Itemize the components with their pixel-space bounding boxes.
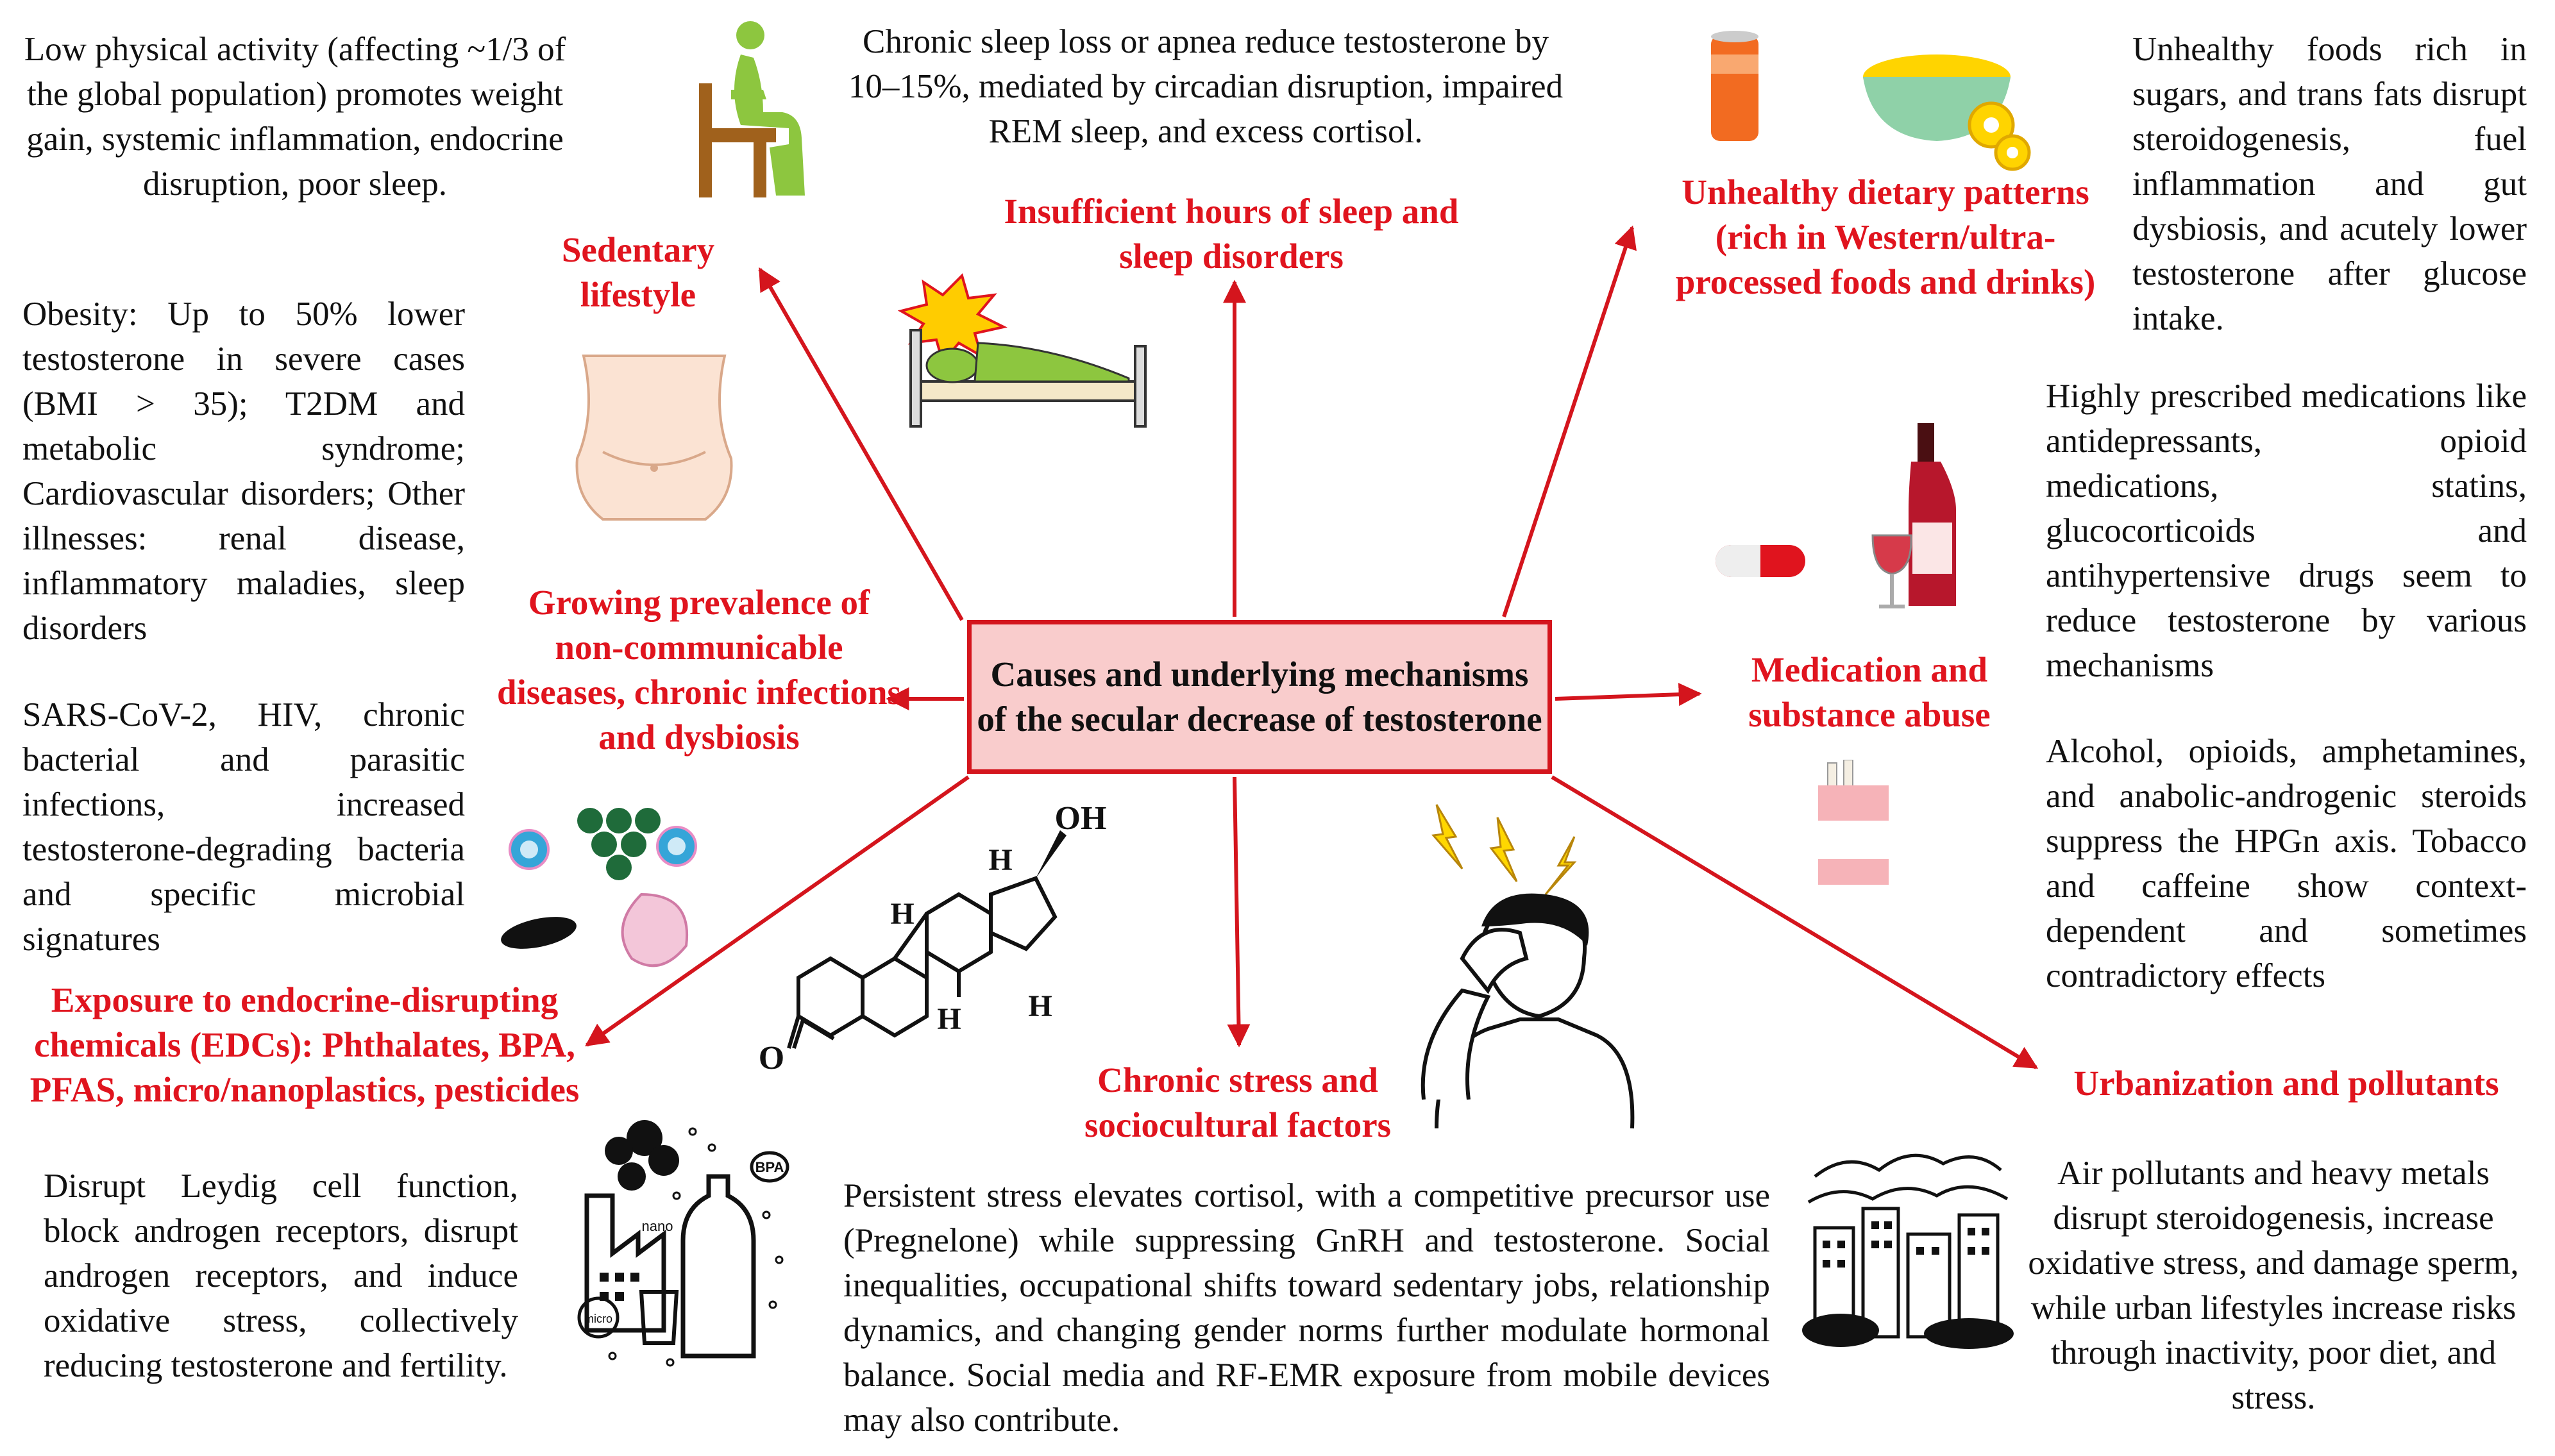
- arrow-diet: [1502, 225, 1637, 617]
- urban-description: Air pollutants and heavy metals disrupt …: [2028, 1155, 2519, 1416]
- diet-description: Unhealthy foods rich in sugars, and tran…: [2132, 31, 2527, 337]
- stressed-man-icon: [1421, 804, 1635, 1129]
- arrow-urban: [1551, 775, 2039, 1069]
- ncd-infections-description: SARS-CoV-2, HIV, chronic bacterial and p…: [22, 696, 465, 958]
- urban-heading: Urbanization and pollutants: [2073, 1064, 2499, 1103]
- sedentary-heading: Sedentary lifestyle: [561, 230, 715, 314]
- wine-bottle-icon: [1871, 423, 1956, 608]
- stress-description: Persistent stress elevates cortisol, wit…: [843, 1177, 1770, 1439]
- sedentary-description: Low physical activity (affecting ~1/3 of…: [24, 31, 566, 203]
- cigarette-pack-icon: [1818, 760, 1889, 885]
- sleep-heading: Insufficient hours of sleep and sleep di…: [1004, 192, 1459, 276]
- arrow-stress: [1227, 776, 1251, 1048]
- medication-substances-description: Alcohol, opioids, amphetamines, and anab…: [2046, 733, 2527, 994]
- ncd-diseases-description: Obesity: Up to 50% lower testosterone in…: [22, 296, 465, 647]
- h-label-1: H: [890, 897, 914, 931]
- nano-label: nano: [642, 1218, 673, 1234]
- testosterone-molecule-icon: OH O H H H H: [759, 800, 1107, 1076]
- center-title-box: Causes and underlying mechanisms of the …: [967, 620, 1552, 774]
- o-label: O: [759, 1040, 784, 1076]
- medication-heading: Medication and substance abuse: [1748, 650, 1991, 734]
- junk-food-bowl-icon: [1863, 54, 2031, 171]
- stress-heading: Chronic stress and sociocultural factors: [1084, 1060, 1392, 1144]
- sleep-description: Chronic sleep loss or apnea reduce testo…: [848, 23, 1564, 150]
- arrow-medication: [1555, 683, 1702, 707]
- pill-icon: [1716, 545, 1805, 577]
- edc-description: Disrupt Leydig cell function, block andr…: [44, 1167, 518, 1384]
- oh-label: OH: [1055, 800, 1107, 837]
- arrow-sedentary: [758, 267, 964, 621]
- microbes-icon: [501, 808, 697, 967]
- h-label-3: H: [988, 843, 1012, 877]
- diet-heading: Unhealthy dietary patterns (rich in West…: [1675, 172, 2096, 301]
- sleeping-bed-icon: [898, 273, 1147, 428]
- soda-can-icon: [1711, 31, 1758, 141]
- center-title: Causes and underlying mechanisms of the …: [977, 655, 1542, 739]
- belly-icon: [575, 355, 733, 521]
- factory-plastics-icon: BPA nano micro: [577, 1120, 789, 1367]
- bpa-label: BPA: [755, 1159, 784, 1175]
- sitting-person-icon: [699, 21, 805, 197]
- micro-label: micro: [584, 1312, 612, 1325]
- ncd-heading: Growing prevalence of non-communicable d…: [497, 583, 901, 757]
- polluted-city-icon: [1802, 1153, 2014, 1349]
- medication-drugs-description: Highly prescribed medications like antid…: [2046, 378, 2527, 684]
- arrow-edc: [585, 775, 970, 1047]
- h-label-4: H: [1028, 989, 1052, 1023]
- h-label-2: H: [937, 1002, 961, 1036]
- edc-heading: Exposure to endocrine-disrupting chemica…: [30, 980, 580, 1109]
